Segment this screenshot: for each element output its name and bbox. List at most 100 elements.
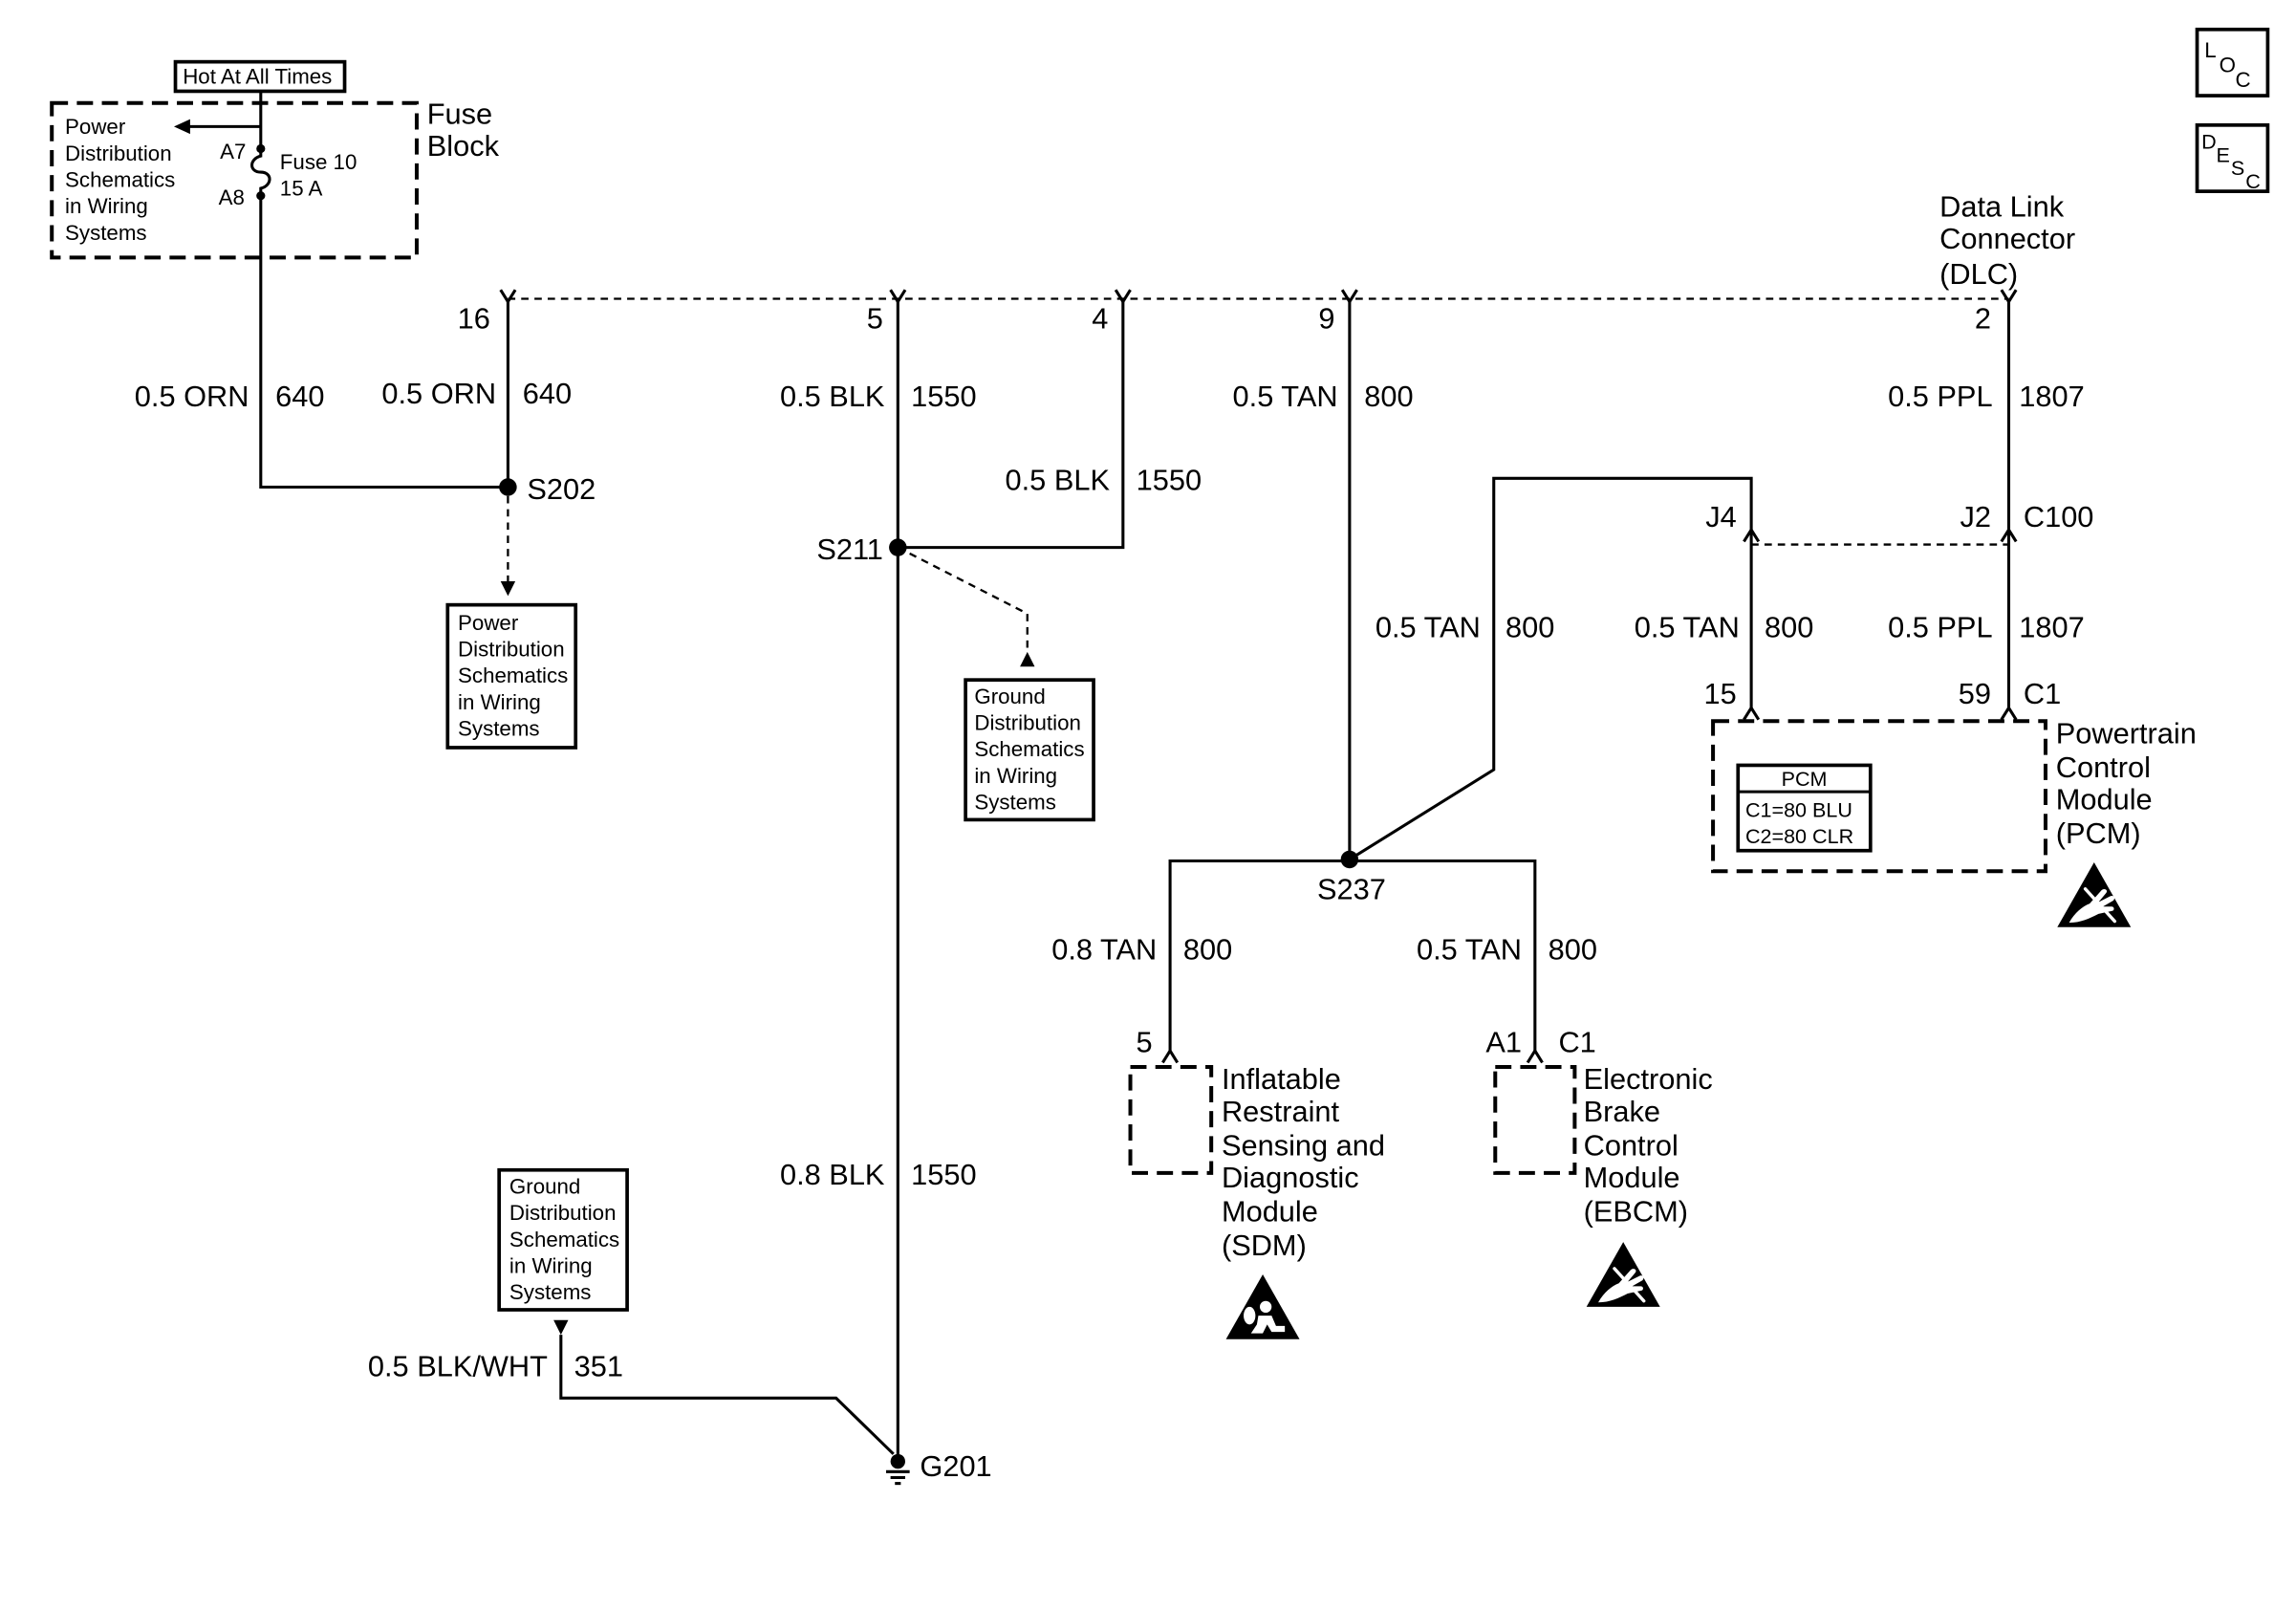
ref-text-line: Schematics	[974, 737, 1084, 761]
pcm-title: (PCM)	[2056, 816, 2141, 850]
ground-g201-label: G201	[920, 1449, 991, 1483]
sdm-title: Module	[1222, 1195, 1318, 1229]
pcm-info-line: C1=80 BLU	[1745, 797, 1852, 821]
ref-text-line: Schematics	[65, 167, 175, 191]
arrow-down-icon	[553, 1319, 569, 1336]
dlc-title: (DLC)	[1939, 257, 2018, 291]
dlc-title: Data Link	[1939, 189, 2065, 223]
ref-text-line: Ground	[974, 685, 1045, 708]
ref-text-line: Systems	[458, 717, 540, 741]
fuse-name-label: Fuse 10	[280, 150, 357, 174]
wire-size-color-label: 0.8 TAN	[1051, 933, 1157, 967]
sdm-title: Diagnostic	[1222, 1161, 1359, 1194]
wire-circuit-label: 1550	[1137, 464, 1202, 497]
loc-icon[interactable]: L O C	[2195, 27, 2270, 98]
ref-text-line: Ground	[509, 1174, 580, 1198]
pcm-info-box	[1736, 763, 1873, 853]
connector-c100: J4 J2 C100	[1705, 500, 2093, 546]
wire-size-color-label: 0.8 BLK	[780, 1158, 885, 1191]
wire-circuit-label: 800	[1549, 933, 1597, 967]
ref-text-line: Power	[65, 115, 126, 139]
sdm-title: (SDM)	[1222, 1229, 1307, 1262]
splice-s211-label: S211	[816, 533, 883, 566]
loc-icon-frame	[2195, 27, 2270, 98]
ref-text-line: Systems	[65, 221, 147, 245]
wire-size-color-label: 0.5 TAN	[1635, 611, 1740, 644]
ref-text-line: Schematics	[458, 664, 568, 687]
electronic-brake-control-module: A1 C1 Electronic Brake Control Module (E…	[1485, 1026, 1713, 1307]
ref-text-line: Power	[458, 611, 519, 635]
fuse-block-title: Fuse	[427, 97, 492, 130]
pcm-info-line: C2=80 CLR	[1745, 824, 1853, 848]
s202-power-distribution-ref[interactable]: Power Distribution Schematics in Wiring …	[445, 602, 578, 750]
pcm-pin-59-label: 59	[1959, 677, 1991, 710]
terminal-a8-label: A8	[219, 185, 245, 209]
ref-text-line: Systems	[974, 791, 1056, 815]
fuse-block-outline	[50, 100, 419, 260]
wire-circuit-label: 800	[1765, 611, 1813, 644]
sdm-title: Inflatable	[1222, 1062, 1341, 1096]
sdm-title: Restraint	[1222, 1095, 1340, 1128]
fuse-block-power-distribution-ref[interactable]: Power Distribution Schematics in Wiring …	[65, 115, 175, 245]
desc-icon[interactable]: D E S C	[2195, 122, 2270, 193]
desc-icon-letter: D	[2201, 129, 2217, 153]
desc-icon-letter: S	[2231, 156, 2244, 180]
wire-1550-dlc4-to-s211	[898, 301, 1125, 550]
fuse-block: Fuse Block Power Distribution Schematics…	[50, 91, 500, 260]
c100-pin-j4-terminal	[1743, 527, 1761, 543]
ref-text-line: in Wiring	[458, 690, 541, 714]
ground-g201: G201	[886, 1449, 992, 1486]
sdm-pin-label: 5	[1136, 1026, 1152, 1059]
ref-text-line: in Wiring	[974, 764, 1057, 788]
wire-800-s237-to-ebcm	[1349, 859, 1537, 1053]
desc-icon-frame	[2195, 122, 2270, 193]
ebcm-connector-label: C1	[1558, 1026, 1595, 1059]
dlc-pin-label: 5	[867, 301, 883, 335]
esd-caution-icon	[1586, 1242, 1660, 1307]
wire-circuit-label: 640	[275, 380, 324, 413]
ref-text-line: in Wiring	[65, 194, 148, 218]
airbag-caution-icon	[1225, 1274, 1300, 1339]
splice-s237-label: S237	[1317, 873, 1386, 906]
g201-ground-distribution-ref[interactable]: Ground Distribution Schematics in Wiring…	[497, 1167, 629, 1312]
fuse-rating-label: 15 A	[280, 177, 323, 201]
wire-size-color-label: 0.5 TAN	[1375, 611, 1481, 644]
sdm-pin-5-terminal	[1161, 1048, 1180, 1064]
loc-icon-letter: O	[2220, 53, 2236, 76]
wire-size-color-label: 0.5 BLK/WHT	[368, 1349, 548, 1382]
dlc-pin-label: 2	[1975, 301, 1991, 335]
pcm-connector-label: C1	[2024, 677, 2061, 710]
esd-caution-icon	[2057, 862, 2132, 927]
wire-circuit-label: 800	[1183, 933, 1232, 967]
arrow-down-icon	[500, 581, 516, 597]
desc-icon-letter: C	[2245, 169, 2261, 193]
arrow-left-icon	[173, 119, 190, 135]
wire-circuit-label: 351	[574, 1349, 623, 1382]
ref-text-line: Distribution	[974, 710, 1081, 734]
ebcm-title: (EBCM)	[1584, 1195, 1688, 1229]
wire-351-ground-ref-to-g201	[559, 1335, 895, 1455]
ref-text-line: in Wiring	[509, 1253, 593, 1277]
wire-circuit-label: 800	[1364, 380, 1413, 413]
c100-pin-j4-label: J4	[1705, 500, 1737, 533]
ref-text-line: Distribution	[65, 141, 172, 165]
s211-ground-distribution-ref[interactable]: Ground Distribution Schematics in Wiring…	[964, 678, 1095, 822]
ref-text-line: Distribution	[509, 1201, 617, 1225]
pcm-pin-59-terminal	[2000, 705, 2018, 721]
wire-circuit-label: 1550	[911, 1158, 976, 1191]
dlc-pin-label: 4	[1092, 301, 1108, 335]
ref-box-frame	[497, 1167, 629, 1312]
loc-icon-letter: C	[2236, 68, 2251, 92]
wire-size-color-label: 0.5 ORN	[135, 380, 249, 413]
dlc-pin-label: 9	[1318, 301, 1334, 335]
terminal-a7-label: A7	[220, 140, 246, 163]
pcm-pin-15-label: 15	[1703, 677, 1736, 710]
wire-circuit-label: 1807	[2019, 380, 2084, 413]
desc-icon-letter: E	[2217, 142, 2230, 166]
ebcm-title: Electronic	[1584, 1062, 1713, 1096]
wire-size-color-label: 0.5 BLK	[780, 380, 885, 413]
fuse-block-title: Block	[427, 129, 500, 163]
wire-size-color-label: 0.5 ORN	[381, 377, 496, 410]
wire-circuit-label: 640	[523, 377, 572, 410]
